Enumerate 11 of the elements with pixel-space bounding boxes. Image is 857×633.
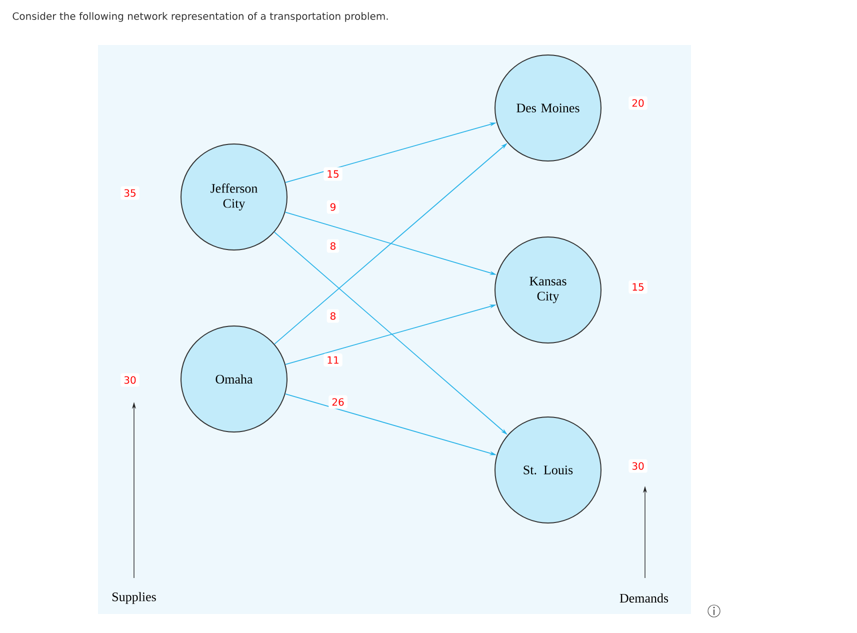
axis-label: Demands — [620, 593, 668, 603]
edge-label: 26 — [328, 395, 348, 409]
quantity-label: 30 — [120, 373, 140, 387]
title: Consider the following network representation of a transportation problem. — [12, 12, 388, 22]
quantity-label: 30 — [628, 459, 648, 473]
edge-label: 15 — [324, 167, 342, 181]
quantity-label: 35 — [120, 186, 140, 200]
axis-label: Supplies — [112, 592, 156, 604]
quantity-label: 20 — [628, 96, 648, 110]
quantity-label: 15 — [628, 280, 648, 294]
edge-label: 11 — [324, 353, 342, 367]
